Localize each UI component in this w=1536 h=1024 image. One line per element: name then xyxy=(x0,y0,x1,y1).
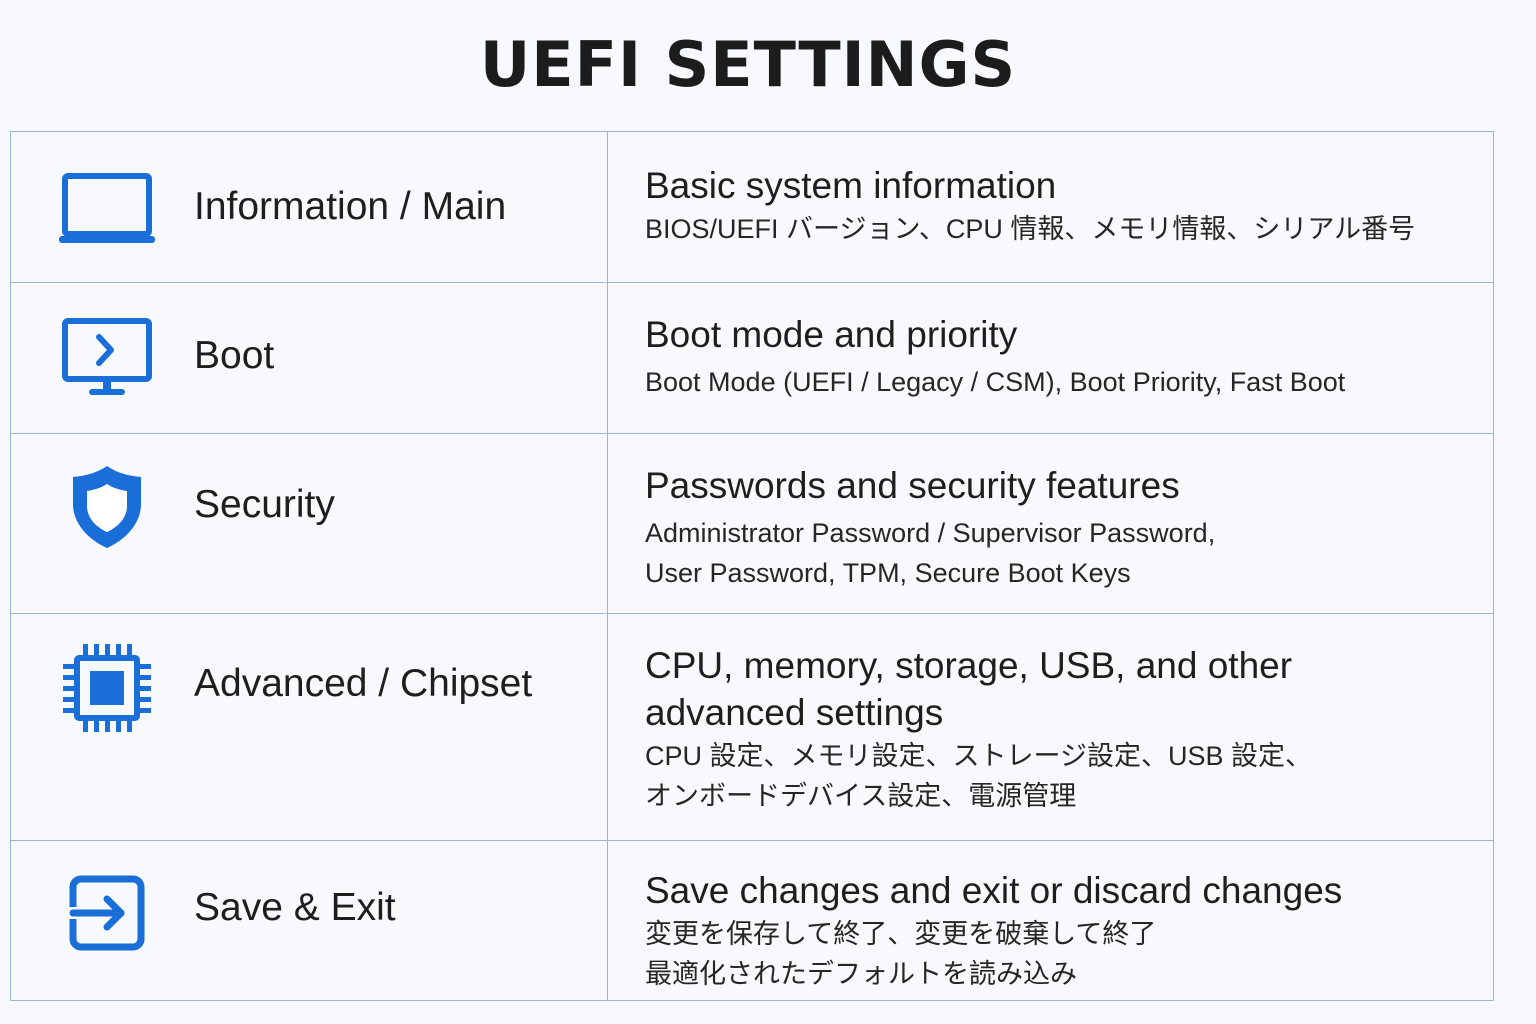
chip-icon xyxy=(57,642,157,734)
shield-icon xyxy=(57,464,157,550)
exit-icon xyxy=(57,875,157,951)
row-label: Security xyxy=(194,483,335,526)
row-title: Boot mode and priority xyxy=(645,314,1018,355)
row-description: Administrator Password / Supervisor Pass… xyxy=(645,518,1216,548)
row-details: Boot mode and priority Boot Mode (UEFI /… xyxy=(608,283,1493,433)
row-details: CPU, memory, storage, USB, and other adv… xyxy=(608,614,1493,840)
row-description: CPU 設定、メモリ設定、ストレージ設定、USB 設定、 xyxy=(645,741,1312,771)
settings-row-save-exit[interactable]: Save & Exit Save changes and exit or dis… xyxy=(11,841,1493,1001)
monitor-arrow-icon xyxy=(57,317,157,399)
row-label: Save & Exit xyxy=(194,886,396,929)
page-title: UEFI SETTINGS xyxy=(479,28,1017,101)
row-title: Save changes and exit or discard changes xyxy=(645,870,1343,911)
settings-row-security[interactable]: Security Passwords and security features… xyxy=(11,434,1493,614)
row-description: 変更を保存して終了、変更を破棄して終了 xyxy=(645,919,1157,949)
row-details: Save changes and exit or discard changes… xyxy=(608,841,1493,1000)
row-title: Basic system information xyxy=(645,165,1057,206)
row-description: User Password, TPM, Secure Boot Keys xyxy=(645,558,1131,588)
row-heading: Save & Exit xyxy=(11,841,608,1000)
row-details: Basic system information BIOS/UEFI バージョン… xyxy=(608,132,1493,282)
row-description: BIOS/UEFI バージョン、CPU 情報、メモリ情報、シリアル番号 xyxy=(645,214,1416,244)
row-heading: Boot xyxy=(11,283,608,433)
row-heading: Information / Main xyxy=(11,132,608,282)
row-label: Advanced / Chipset xyxy=(194,662,533,705)
row-details: Passwords and security features Administ… xyxy=(608,434,1493,613)
row-title: Passwords and security features xyxy=(645,465,1180,506)
row-description: オンボードデバイス設定、電源管理 xyxy=(645,781,1077,811)
row-heading: Security xyxy=(11,434,608,613)
row-label: Information / Main xyxy=(194,185,507,228)
settings-row-boot[interactable]: Boot Boot mode and priority Boot Mode (U… xyxy=(11,283,1493,434)
laptop-icon xyxy=(57,172,157,246)
row-title: CPU, memory, storage, USB, and other xyxy=(645,645,1293,686)
row-heading: Advanced / Chipset xyxy=(11,614,608,840)
row-title: advanced settings xyxy=(645,692,944,733)
settings-row-information[interactable]: Information / Main Basic system informat… xyxy=(11,132,1493,283)
settings-table: Information / Main Basic system informat… xyxy=(10,131,1494,1001)
row-description: Boot Mode (UEFI / Legacy / CSM), Boot Pr… xyxy=(645,367,1346,397)
row-label: Boot xyxy=(194,334,275,377)
row-description: 最適化されたデフォルトを読み込み xyxy=(645,959,1077,989)
settings-row-advanced[interactable]: Advanced / Chipset CPU, memory, storage,… xyxy=(11,614,1493,841)
